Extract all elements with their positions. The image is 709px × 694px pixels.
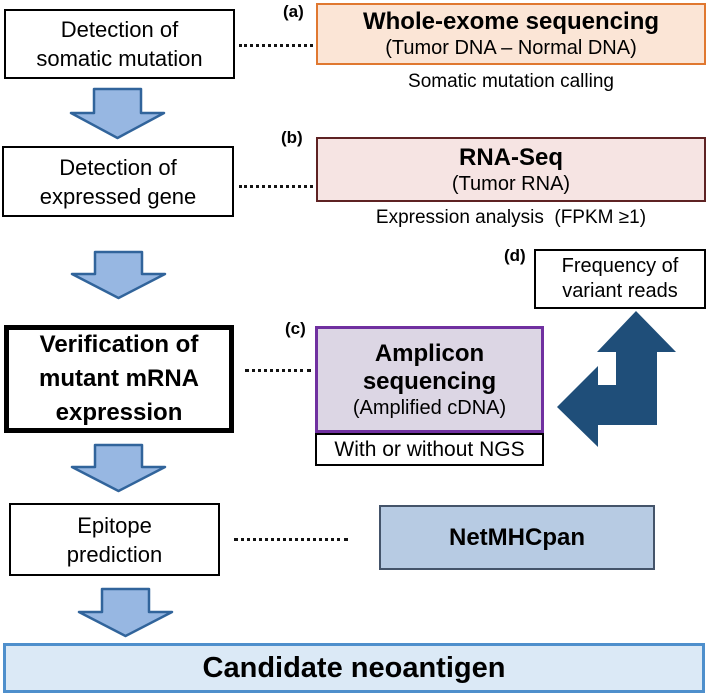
step-verification-mutant-mrna: Verification of mutant mRNA expression bbox=[4, 325, 234, 433]
method-title: Amplicon bbox=[374, 339, 485, 367]
method-subtitle: (Amplified cDNA) bbox=[352, 396, 507, 419]
step-text-line: mutant mRNA bbox=[39, 365, 199, 392]
step-text-line: prediction bbox=[66, 541, 163, 567]
down-arrow-icon bbox=[69, 87, 166, 140]
panel-tag-b: (b) bbox=[281, 128, 303, 147]
panel-tag-c: (c) bbox=[285, 319, 306, 338]
method-title: sequencing bbox=[362, 367, 497, 395]
step-detection-expressed-gene: Detection of expressed gene bbox=[2, 146, 234, 217]
step-text-line: Epitope bbox=[77, 512, 152, 538]
step-text-line: somatic mutation bbox=[36, 46, 203, 71]
step-text-line: expression bbox=[55, 399, 183, 426]
step-detection-somatic-mutation: Detection of somatic mutation bbox=[4, 9, 235, 79]
step-epitope-prediction: Epitope prediction bbox=[9, 503, 220, 576]
method-title: RNA-Seq bbox=[458, 143, 563, 171]
down-arrow-icon bbox=[70, 443, 167, 493]
dotted-connector-b bbox=[239, 185, 313, 188]
panel-tag-d: (d) bbox=[504, 246, 526, 265]
amplicon-sequencing-box: Amplicon sequencing (Amplified cDNA) bbox=[315, 326, 544, 433]
frequency-text-line: variant reads bbox=[562, 280, 678, 302]
somatic-mutation-calling-box: Somatic mutation calling bbox=[316, 65, 706, 98]
dotted-connector-netmhcpan bbox=[234, 538, 348, 541]
down-arrow-icon bbox=[70, 250, 167, 300]
rna-seq-box: RNA-Seq (Tumor RNA) bbox=[316, 137, 706, 202]
dotted-connector-c bbox=[245, 369, 311, 372]
frequency-variant-reads-box: Frequency of variant reads bbox=[534, 249, 706, 309]
down-arrow-icon bbox=[77, 587, 174, 638]
candidate-neoantigen-label: Candidate neoantigen bbox=[202, 651, 506, 684]
netmhcpan-box: NetMHCpan bbox=[379, 505, 655, 570]
method-subtitle: (Tumor RNA) bbox=[451, 172, 571, 195]
whole-exome-sequencing-box: Whole-exome sequencing (Tumor DNA – Norm… bbox=[316, 3, 706, 65]
netmhcpan-label: NetMHCpan bbox=[449, 523, 585, 551]
candidate-neoantigen-box: Candidate neoantigen bbox=[3, 643, 705, 693]
with-without-ngs-box: With or without NGS bbox=[315, 433, 544, 466]
up-left-arrow-icon bbox=[557, 311, 676, 447]
step-text-line: Verification of bbox=[39, 331, 199, 358]
step-text-line: expressed gene bbox=[39, 183, 197, 209]
method-title: Whole-exome sequencing bbox=[362, 8, 660, 35]
method-subtitle: (Tumor DNA – Normal DNA) bbox=[385, 37, 637, 59]
step-text-line: Detection of bbox=[60, 17, 179, 42]
dotted-connector-a bbox=[239, 44, 313, 47]
expression-analysis-box: Expression analysis (FPKM ≥1) bbox=[316, 202, 706, 234]
frequency-text-line: Frequency of bbox=[561, 255, 679, 277]
panel-tag-a: (a) bbox=[283, 2, 304, 21]
step-text-line: Detection of bbox=[59, 154, 177, 180]
